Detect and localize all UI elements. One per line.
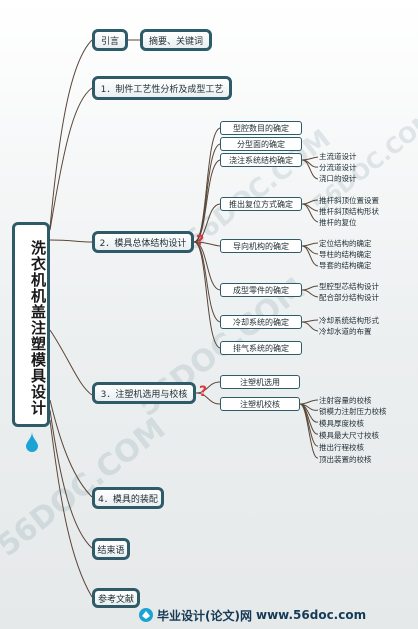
subtopic-ejection-reset[interactable]: 推出复位方式确定 — [220, 197, 302, 211]
question-mark-icon: ? — [199, 384, 208, 400]
topic-section-3-label: 3．注塑机选用与校核 — [100, 389, 188, 400]
leaf-item[interactable]: 分流道设计 — [319, 163, 357, 172]
topic-references-label: 参考文献 — [97, 594, 134, 605]
topic-intro-label: 引言 — [100, 36, 119, 47]
topic-intro[interactable]: 引言 — [92, 29, 128, 51]
footer-brand-name: 毕业设计(论文)网 — [157, 608, 252, 623]
topic-section-4-label: 4．模具的装配 — [98, 494, 158, 505]
subtopic-venting-system[interactable]: 排气系统的确定 — [220, 341, 302, 355]
brand-logo-icon — [139, 608, 153, 622]
topic-references[interactable]: 参考文献 — [92, 588, 140, 608]
leaf-item[interactable]: 冷却水道的布置 — [319, 327, 372, 336]
leaf-item[interactable]: 推杆斜顶结构形状 — [319, 207, 379, 216]
leaf-item[interactable]: 配合部分结构设计 — [319, 293, 379, 302]
question-mark-icon: ? — [196, 233, 205, 249]
leaf-item[interactable]: 推出行程校核 — [319, 443, 364, 452]
leaf-item[interactable]: 模具最大尺寸校核 — [319, 431, 379, 440]
subtopic-label: 冷却系统的确定 — [233, 317, 289, 327]
leaf-item[interactable]: 推杆的复位 — [319, 218, 357, 227]
root-topic[interactable]: 洗衣机机盖注塑模具设计 — [12, 222, 50, 427]
topic-abstract-label: 摘要、关键词 — [148, 36, 203, 47]
subtopic-machine-selection[interactable]: 注塑机选用 — [220, 375, 300, 389]
subtopic-label: 注塑机校核 — [240, 399, 280, 409]
subtopic-label: 浇注系统结构确定 — [229, 155, 293, 165]
topic-section-1-label: 1．制件工艺性分析及成型工艺 — [100, 84, 224, 95]
subtopic-machine-check[interactable]: 注塑机校核 — [220, 397, 300, 411]
leaf-item[interactable]: 推杆斜顶位置设置 — [319, 196, 379, 205]
topic-conclusion[interactable]: 结束语 — [92, 538, 130, 560]
topic-section-1[interactable]: 1．制件工艺性分析及成型工艺 — [92, 76, 232, 100]
topic-abstract[interactable]: 摘要、关键词 — [140, 29, 212, 51]
subtopic-cavity-number[interactable]: 型腔数目的确定 — [220, 121, 302, 135]
subtopic-label: 推出复位方式确定 — [229, 199, 293, 209]
leaf-item[interactable]: 顶出装置的校核 — [319, 455, 372, 464]
footer-url[interactable]: www.56doc.com — [255, 608, 367, 622]
leaf-item[interactable]: 主流道设计 — [319, 152, 357, 161]
leaf-item[interactable]: 型腔型芯结构设计 — [319, 282, 379, 291]
subtopic-parting-surface[interactable]: 分型面的确定 — [220, 137, 302, 151]
subtopic-label: 排气系统的确定 — [233, 343, 289, 353]
subtopic-gating-system[interactable]: 浇注系统结构确定 — [220, 153, 302, 167]
subtopic-molding-parts[interactable]: 成型零件的确定 — [220, 283, 302, 297]
subtopic-guide-mechanism[interactable]: 导向机构的确定 — [220, 239, 302, 253]
topic-section-2-label: 2．模具总体结构设计 — [99, 238, 187, 249]
leaf-item[interactable]: 模具厚度校核 — [319, 419, 364, 428]
topic-section-2[interactable]: 2．模具总体结构设计 — [92, 231, 194, 253]
subtopic-label: 分型面的确定 — [237, 139, 285, 149]
subtopic-label: 成型零件的确定 — [233, 285, 289, 295]
leaf-item[interactable]: 导柱的结构确定 — [319, 250, 372, 259]
subtopic-cooling-system[interactable]: 冷却系统的确定 — [220, 315, 302, 329]
leaf-item[interactable]: 定位结构的确定 — [319, 239, 372, 248]
topic-section-4[interactable]: 4．模具的装配 — [92, 487, 164, 509]
subtopic-label: 导向机构的确定 — [233, 241, 289, 251]
topic-section-3[interactable]: 3．注塑机选用与校核 — [92, 382, 196, 404]
leaf-item[interactable]: 注射容量的校核 — [319, 396, 372, 405]
footer-brand: 毕业设计(论文)网 www.56doc.com — [138, 605, 366, 625]
leaf-item[interactable]: 导套的结构确定 — [319, 261, 372, 270]
leaf-item[interactable]: 冷却系统结构形式 — [319, 316, 379, 325]
leaf-item[interactable]: 浇口的设计 — [319, 174, 357, 183]
subtopic-label: 型腔数目的确定 — [233, 123, 289, 133]
topic-conclusion-label: 结束语 — [97, 545, 125, 556]
leaf-item[interactable]: 锁模力注射压力校核 — [319, 407, 387, 416]
subtopic-label: 注塑机选用 — [240, 377, 280, 387]
water-drop-icon — [26, 432, 38, 452]
